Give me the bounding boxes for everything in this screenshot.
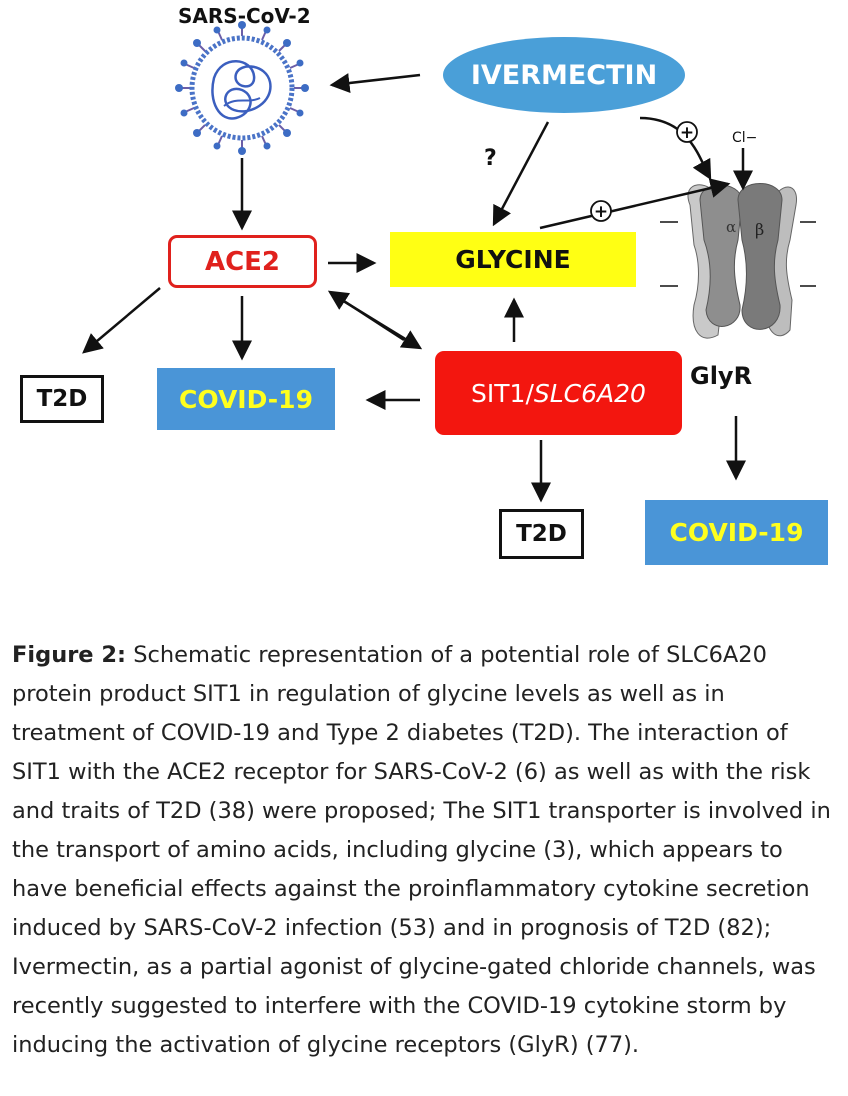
plus-label: + (594, 202, 608, 222)
sars-cov-2-label: SARS-CoV-2 (178, 4, 311, 28)
plus-circle-icon: + (590, 200, 612, 222)
covid-label: COVID-19 (669, 518, 804, 547)
arrow-glycine-to-glyr (539, 178, 731, 230)
ivermectin-label: IVERMECTIN (470, 59, 658, 91)
beta-label: β (755, 220, 764, 239)
ivermectin-node: IVERMECTIN (443, 37, 685, 113)
arrow-ivermectin-to-glycine (492, 121, 550, 227)
covid-node-left: COVID-19 (157, 368, 335, 430)
t2d-label: T2D (36, 386, 88, 412)
question-mark-label: ? (484, 146, 497, 171)
caption-text: Schematic representation of a potential … (12, 642, 831, 1058)
covid-label: COVID-19 (179, 384, 313, 414)
t2d-node-left: T2D (20, 375, 104, 423)
diagram-graphics: + + α β (82, 21, 816, 503)
sit1-node: SIT1/SLC6A20 (435, 351, 682, 435)
chloride-label: Cl− (732, 130, 758, 146)
t2d-node-bottom: T2D (499, 509, 584, 559)
caption-label: Figure 2: (12, 642, 127, 668)
sars-cov-2-virus-icon (175, 21, 309, 155)
alpha-label: α (726, 218, 736, 236)
arrow-ivermectin-to-glyr (639, 116, 712, 181)
glycine-label: GLYCINE (455, 245, 571, 274)
figure-diagram: + + α β SARS-CoV-2 ? Cl− GlyR IVERMECTIN… (20, 4, 828, 565)
glycine-node: GLYCINE (390, 232, 636, 287)
t2d-label: T2D (516, 521, 567, 547)
glyr-label: GlyR (690, 362, 753, 390)
glycine-receptor-icon (660, 183, 816, 339)
ace2-label: ACE2 (204, 246, 281, 277)
arrow-ace2-to-t2d (82, 287, 161, 354)
sit1-gene-label: SLC6A20 (533, 378, 646, 408)
covid-node-right: COVID-19 (645, 500, 828, 565)
arrow-ace2-to-sit1 (331, 292, 423, 350)
plus-label: + (680, 123, 694, 143)
sit1-label-prefix: SIT1/ (471, 378, 534, 408)
figure-caption: Figure 2: Schematic representation of a … (12, 636, 840, 1065)
plus-circle-icon: + (676, 121, 698, 143)
arrow-ivermectin-to-sars (329, 73, 421, 93)
ace2-node: ACE2 (168, 235, 317, 288)
